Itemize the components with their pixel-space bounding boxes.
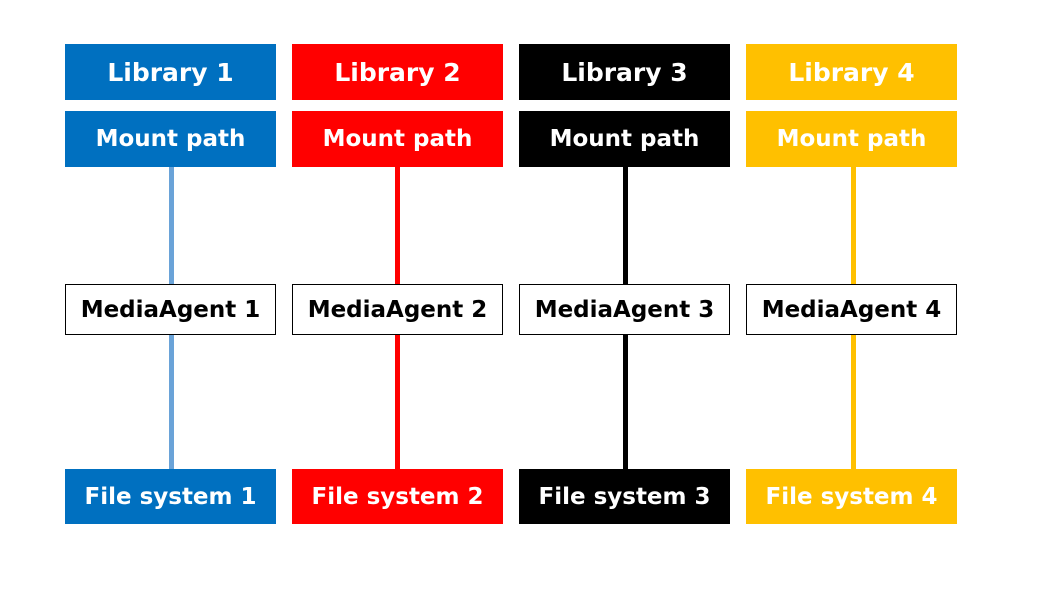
media-agent-4-box: MediaAgent 4 bbox=[746, 284, 957, 335]
library-2-mount-path-box: Mount path bbox=[292, 111, 503, 167]
library-4-filesystem-connector bbox=[851, 335, 856, 469]
media-agent-1-box: MediaAgent 1 bbox=[65, 284, 276, 335]
file-system-1-box: File system 1 bbox=[65, 469, 276, 524]
library-3-filesystem-connector bbox=[623, 335, 628, 469]
library-2-filesystem-connector bbox=[395, 335, 400, 469]
library-3-mount-path-box: Mount path bbox=[519, 111, 730, 167]
library-3-column: Library 3 Mount path MediaAgent 3 File s… bbox=[519, 0, 730, 605]
library-1-mount-path-box: Mount path bbox=[65, 111, 276, 167]
library-3-box: Library 3 bbox=[519, 44, 730, 100]
library-4-mount-path-box: Mount path bbox=[746, 111, 957, 167]
media-agent-3-box: MediaAgent 3 bbox=[519, 284, 730, 335]
file-system-3-box: File system 3 bbox=[519, 469, 730, 524]
library-4-box: Library 4 bbox=[746, 44, 957, 100]
library-4-mount-connector bbox=[851, 167, 856, 284]
library-1-column: Library 1 Mount path MediaAgent 1 File s… bbox=[65, 0, 276, 605]
library-2-column: Library 2 Mount path MediaAgent 2 File s… bbox=[292, 0, 503, 605]
library-1-box: Library 1 bbox=[65, 44, 276, 100]
file-system-2-box: File system 2 bbox=[292, 469, 503, 524]
library-2-mount-connector bbox=[395, 167, 400, 284]
media-agent-2-box: MediaAgent 2 bbox=[292, 284, 503, 335]
library-4-column: Library 4 Mount path MediaAgent 4 File s… bbox=[746, 0, 957, 605]
library-2-box: Library 2 bbox=[292, 44, 503, 100]
file-system-4-box: File system 4 bbox=[746, 469, 957, 524]
library-1-filesystem-connector bbox=[169, 335, 174, 469]
library-3-mount-connector bbox=[623, 167, 628, 284]
library-1-mount-connector bbox=[169, 167, 174, 284]
